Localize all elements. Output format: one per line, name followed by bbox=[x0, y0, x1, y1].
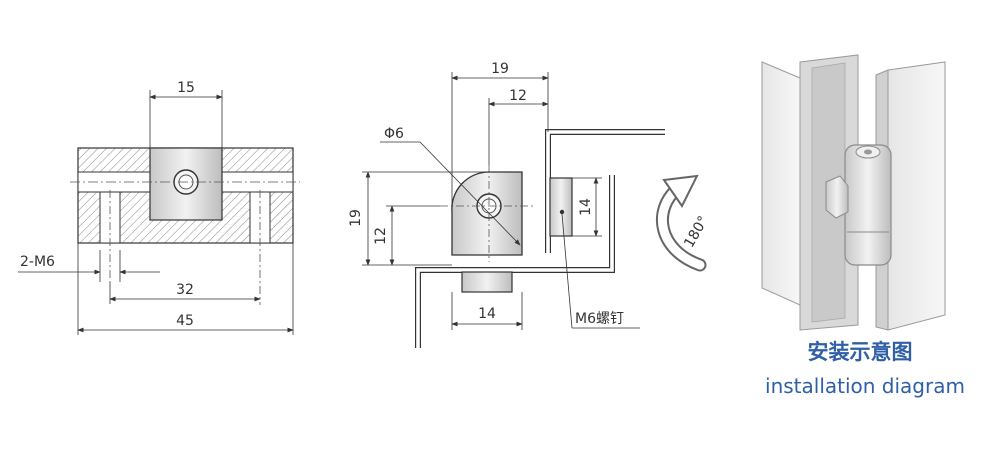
lower-bracket-fill bbox=[416, 175, 614, 348]
rotation-label: 180° bbox=[681, 213, 712, 250]
hinge-3d-pin bbox=[864, 149, 872, 155]
frame-right-face bbox=[887, 61, 946, 331]
side-view: 19 12 Φ6 19 12 14 14 M6螺钉 bbox=[348, 61, 665, 348]
frame-left-face bbox=[761, 61, 801, 306]
dim-12-top: 12 bbox=[509, 88, 527, 104]
dim-19-left: 19 bbox=[348, 209, 364, 227]
dim-45: 45 bbox=[176, 313, 194, 329]
rotation-arc-fill bbox=[658, 183, 705, 270]
dim-14-bottom: 14 bbox=[478, 306, 496, 322]
front-view: 15 2-M6 32 45 bbox=[18, 80, 300, 335]
nut-3d bbox=[825, 175, 849, 219]
screw-label: M6螺钉 bbox=[575, 311, 624, 327]
dim-diameter: Φ6 bbox=[384, 126, 404, 142]
dim-14-right: 14 bbox=[578, 198, 594, 216]
installation-illustration bbox=[761, 54, 946, 331]
screw-leader-diag bbox=[561, 213, 573, 329]
nut-bottom bbox=[461, 271, 513, 293]
dim-15: 15 bbox=[177, 80, 195, 96]
dim-19-top: 19 bbox=[491, 61, 509, 77]
nut-right-dot bbox=[559, 209, 565, 215]
nut-right bbox=[549, 177, 573, 237]
dia-leader-diag bbox=[419, 141, 521, 246]
dim-12-left: 12 bbox=[373, 227, 389, 245]
rotation-arrow-icon: 180° bbox=[656, 174, 712, 272]
caption-english: installation diagram bbox=[765, 374, 965, 398]
dim-2-m6: 2-M6 bbox=[20, 254, 55, 270]
caption-chinese: 安装示意图 bbox=[807, 340, 913, 364]
rotation-arrowhead bbox=[662, 174, 699, 208]
hinge-3d bbox=[844, 144, 892, 266]
dim-32: 32 bbox=[176, 282, 194, 298]
